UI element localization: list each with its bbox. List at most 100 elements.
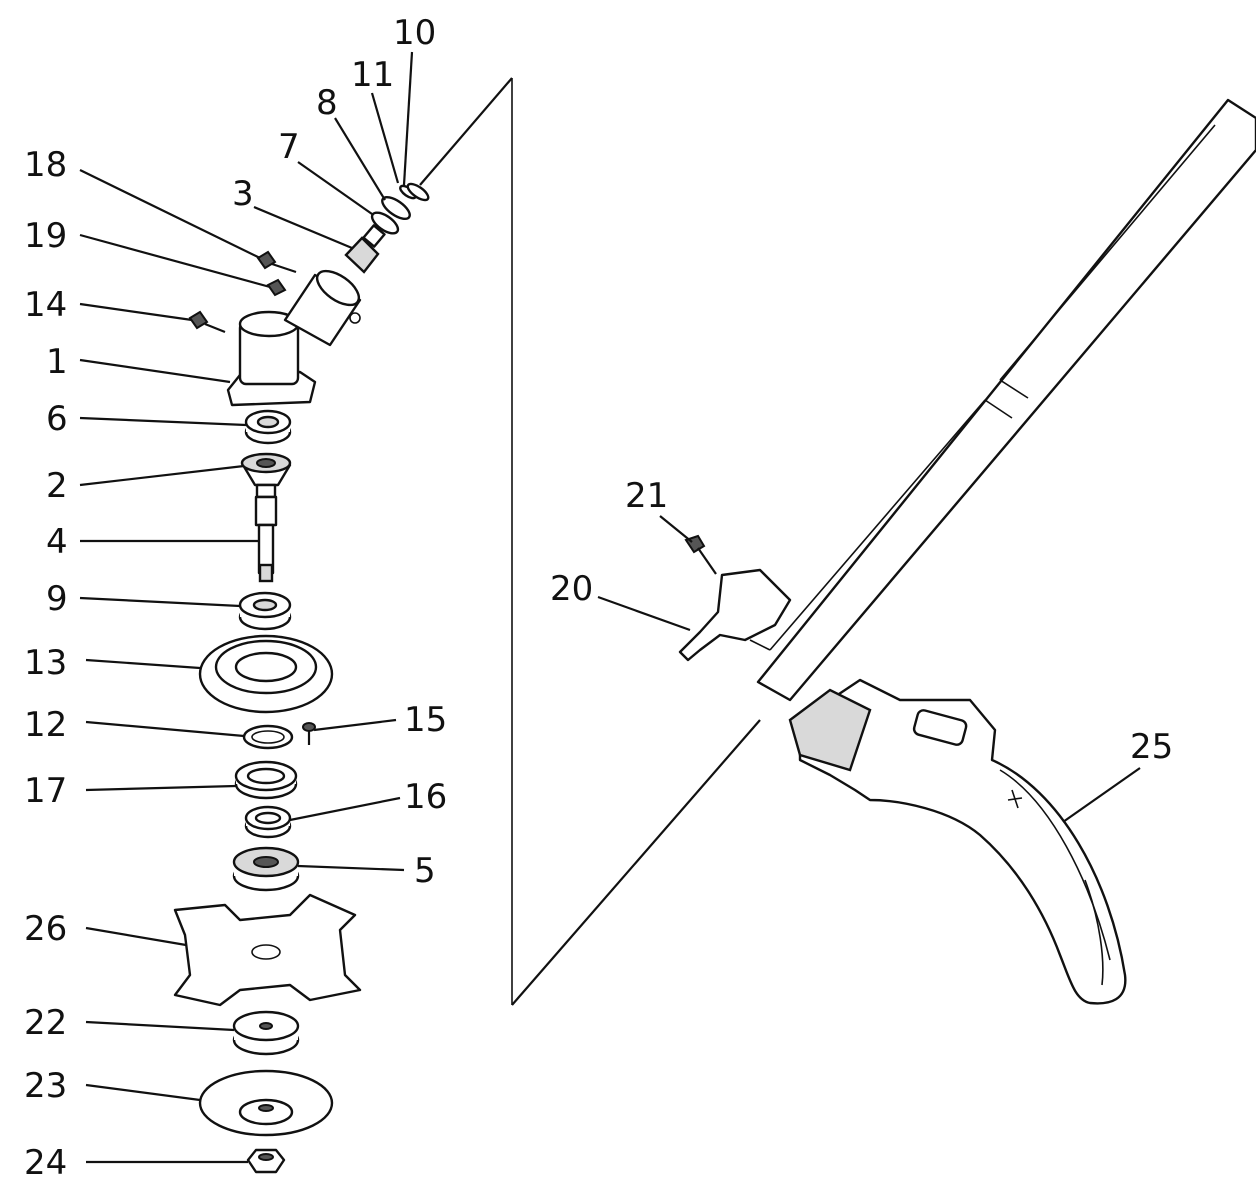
leader-25 (1062, 767, 1141, 823)
shaft-4-spline (254, 495, 278, 527)
clip-part-10 (406, 182, 430, 202)
leader-16 (289, 796, 401, 822)
leader-14 (79, 302, 193, 322)
leader-22 (85, 1020, 235, 1032)
bolt-14-shank (204, 322, 226, 334)
callout-14: 14 (24, 285, 67, 325)
callout-24: 24 (24, 1143, 67, 1182)
bolt-18-shank (271, 262, 297, 274)
cup-23-hole (258, 1104, 274, 1112)
leader-9 (79, 596, 241, 608)
callout-labels: 10 11 8 7 3 18 19 14 1 6 2 4 9 13 12 15 … (24, 13, 1173, 1182)
bearing-6-bore (256, 415, 280, 429)
callout-1: 1 (46, 342, 68, 382)
gear-case-hole (349, 312, 361, 324)
shaft-bottom-edge (511, 719, 761, 1006)
circlip-12-inner (251, 730, 285, 744)
callout-19: 19 (24, 216, 67, 256)
callout-22: 22 (24, 1003, 67, 1043)
callout-10: 10 (393, 13, 436, 53)
blade-part-26 (173, 893, 362, 1007)
arrow-mark-icon (1007, 789, 1023, 809)
cover-part-13 (198, 634, 334, 714)
gear-case-neck-end (315, 269, 361, 307)
holder-part-5 (232, 846, 300, 892)
shaft-4-thread (258, 563, 274, 583)
tube-highlight (999, 124, 1216, 381)
leader-21 (659, 515, 693, 543)
handle-part-25 (788, 678, 1127, 1005)
leader-2 (79, 464, 245, 487)
bevel-gear-part-3 (344, 224, 386, 274)
nut-24-hole (258, 1153, 274, 1161)
leader-26 (85, 926, 187, 947)
gear-2-bore (256, 458, 276, 468)
bevel-gear-part-2 (240, 452, 292, 499)
blade-body (173, 893, 362, 1007)
leader-12 (85, 720, 245, 738)
handle-clamp (788, 688, 872, 772)
holder-5-bore (253, 856, 279, 868)
bolt-21-shank (697, 547, 717, 575)
tube-joint (999, 379, 1029, 399)
leader-15 (313, 718, 397, 732)
leader-6 (79, 416, 247, 427)
handle-contour (999, 769, 1111, 961)
shaft-tube (756, 98, 1256, 702)
circlip-part-12 (242, 724, 294, 750)
callout-8: 8 (316, 83, 338, 123)
pinion-shaft (362, 224, 386, 248)
callout-2: 2 (46, 466, 68, 506)
callout-4: 4 (46, 522, 68, 562)
gear-case-part-1 (226, 269, 362, 407)
callout-5: 5 (414, 851, 436, 891)
screw-15-head (302, 722, 316, 732)
leader-3 (253, 205, 353, 250)
screw-part-15 (302, 722, 316, 745)
shaft-top-edge (419, 77, 513, 186)
callout-21: 21 (625, 476, 668, 516)
leader-17 (85, 784, 237, 792)
ring-part-16 (244, 805, 292, 839)
leader-13 (85, 658, 201, 670)
handle-window (912, 709, 968, 746)
blade-center-hole (251, 944, 281, 960)
tube-joint-2 (984, 399, 1013, 419)
callout-3: 3 (232, 174, 254, 214)
shaft-assembly (419, 77, 1256, 1006)
ring-part-8 (381, 195, 411, 221)
gear-2-hub (255, 483, 277, 499)
ring-17-hole (246, 767, 286, 785)
bearing-part-6 (244, 409, 292, 445)
nut-part-24 (246, 1148, 286, 1174)
cover-13-hole (234, 651, 298, 683)
washer-22-hole (259, 1022, 273, 1030)
leader-18 (79, 169, 261, 259)
leader-1 (79, 358, 231, 384)
ring-part-17 (234, 760, 298, 800)
bolt-part-18 (256, 250, 297, 274)
leader-5 (297, 864, 405, 872)
callout-13: 13 (24, 643, 67, 683)
leader-8 (334, 117, 386, 201)
ring-part-7 (370, 211, 400, 235)
leader-19 (79, 233, 271, 289)
callout-26: 26 (24, 909, 67, 949)
leader-11 (370, 92, 400, 184)
pinion-gear (344, 236, 380, 274)
leader-lines (79, 51, 1141, 1164)
callout-17: 17 (24, 771, 67, 811)
handle-grip-line (1084, 879, 1104, 986)
bolt-part-14 (188, 310, 226, 334)
washer-part-22 (232, 1010, 300, 1056)
callout-15: 15 (404, 700, 447, 740)
callout-20: 20 (550, 569, 593, 609)
bearing-9-bore (252, 598, 278, 612)
bearing-part-9 (238, 591, 292, 631)
cup-part-23 (198, 1069, 334, 1137)
callout-25: 25 (1130, 727, 1173, 767)
tube-highlight-2 (769, 399, 986, 651)
nut-part-19 (266, 278, 287, 297)
bolt-14-head (188, 310, 209, 330)
